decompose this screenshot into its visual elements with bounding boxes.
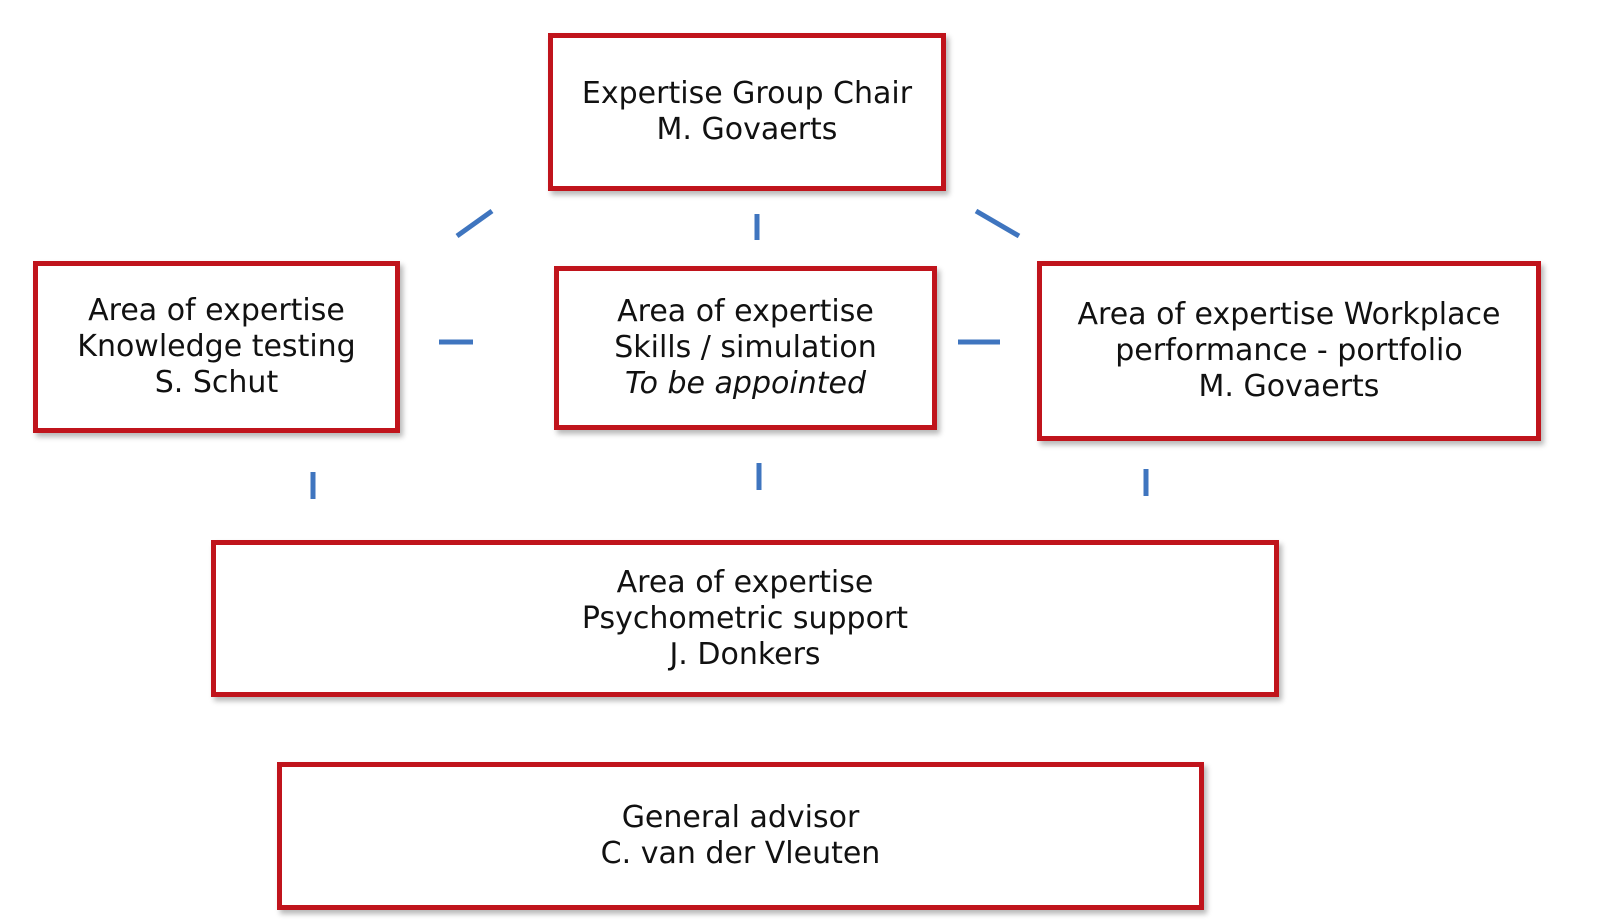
general-advisor-box: General advisor C. van der Vleuten bbox=[277, 762, 1204, 910]
connector-chair-to-knowledge bbox=[455, 208, 494, 239]
knowledge-testing-label: Area of expertise bbox=[88, 293, 345, 328]
workplace-performance-label: Area of expertise Workplace bbox=[1077, 297, 1501, 332]
workplace-performance-person: M. Govaerts bbox=[1198, 369, 1380, 404]
general-advisor-role: General advisor bbox=[621, 800, 860, 835]
chair-person: M. Govaerts bbox=[656, 112, 838, 147]
psychometric-support-area: Psychometric support bbox=[581, 600, 909, 636]
chair-box: Expertise Group Chair M. Govaerts bbox=[548, 33, 946, 191]
psychometric-support-label: Area of expertise bbox=[616, 564, 874, 600]
chair-role: Expertise Group Chair bbox=[581, 76, 913, 111]
workplace-performance-box: Area of expertise Workplace performance … bbox=[1037, 261, 1541, 441]
skills-simulation-area: Skills / simulation bbox=[614, 330, 877, 365]
skills-simulation-person: To be appointed bbox=[625, 366, 866, 401]
knowledge-testing-area: Knowledge testing bbox=[77, 329, 356, 364]
workplace-performance-area: performance - portfolio bbox=[1115, 333, 1463, 368]
skills-simulation-label: Area of expertise bbox=[617, 294, 874, 329]
knowledge-testing-person: S. Schut bbox=[154, 365, 279, 400]
skills-simulation-box: Area of expertise Skills / simulation To… bbox=[554, 266, 937, 430]
psychometric-support-box: Area of expertise Psychometric support J… bbox=[211, 540, 1279, 697]
connector-chair-to-workplace bbox=[974, 208, 1021, 239]
knowledge-testing-box: Area of expertise Knowledge testing S. S… bbox=[33, 261, 400, 433]
psychometric-support-person: J. Donkers bbox=[669, 636, 821, 672]
general-advisor-person: C. van der Vleuten bbox=[600, 836, 881, 871]
